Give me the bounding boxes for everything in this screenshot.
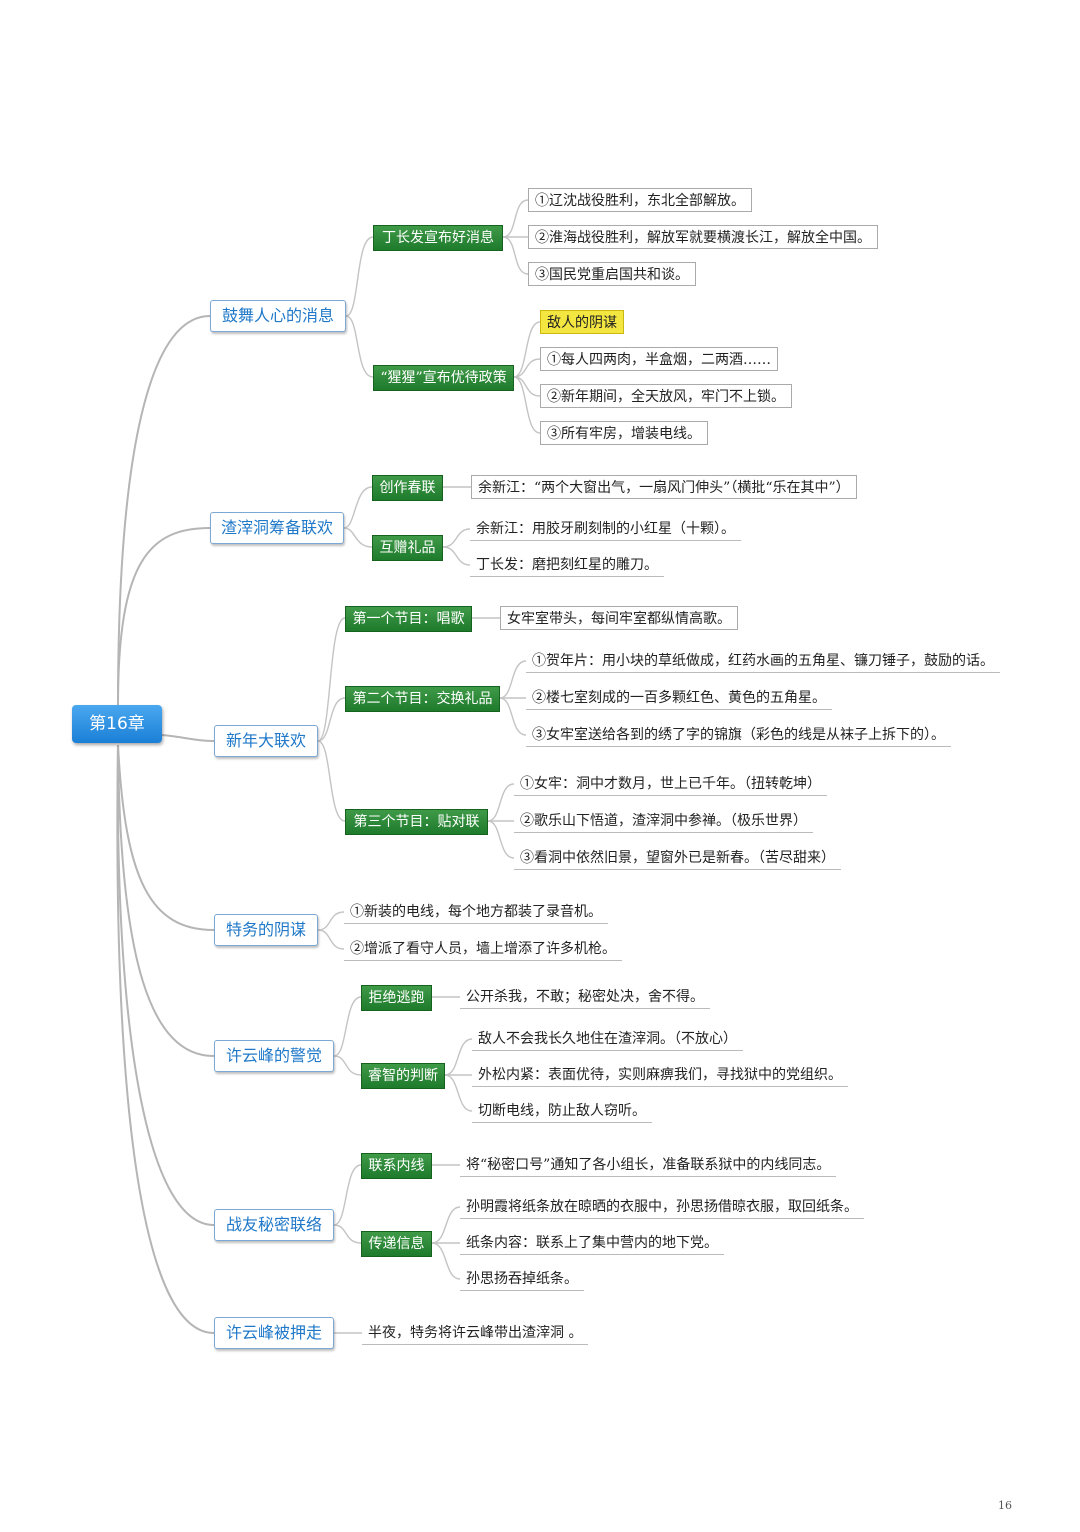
leaf-singing[interactable]: 女牢室带头，每间牢室都纵情高歌。 bbox=[500, 606, 738, 630]
topic-prepare-gala[interactable]: 渣滓洞筹备联欢 bbox=[210, 512, 344, 544]
leaf-secret-password[interactable]: 将“秘密口号”通知了各小组长，准备联系狱中的内线同志。 bbox=[460, 1153, 837, 1177]
topic-new-year-gala[interactable]: 新年大联欢 bbox=[214, 725, 318, 757]
subtopic-pass-message[interactable]: 传递信息 bbox=[361, 1231, 432, 1257]
leaf-not-long-stay[interactable]: 敌人不会我长久地住在渣滓洞。（不放心） bbox=[472, 1027, 743, 1051]
subtopic-refuse-escape[interactable]: 拒绝逃跑 bbox=[361, 985, 432, 1011]
subtopic-spring-couplets[interactable]: 创作春联 bbox=[372, 475, 443, 501]
leaf-huaihai[interactable]: ②淮海战役胜利，解放军就要横渡长江，解放全中国。 bbox=[528, 225, 878, 249]
page-number: 16 bbox=[998, 1499, 1012, 1512]
leaf-outer-loose[interactable]: 外松内紧：表面优待，实则麻痹我们，寻找狱中的党组织。 bbox=[472, 1063, 848, 1087]
subtopic-exchange-gifts[interactable]: 互赠礼品 bbox=[372, 535, 443, 561]
leaf-banner[interactable]: ③女牢室送给各到的绣了字的锦旗（彩色的线是从袜子上拆下的）。 bbox=[526, 723, 951, 747]
subtopic-program-couplets[interactable]: 第三个节目：贴对联 bbox=[345, 809, 488, 835]
subtopic-wise-judgement[interactable]: 睿智的判断 bbox=[361, 1063, 445, 1089]
leaf-couplet-2[interactable]: ②歌乐山下悟道，渣滓洞中参禅。（极乐世界） bbox=[514, 809, 813, 833]
topic-encouraging-news[interactable]: 鼓舞人心的消息 bbox=[210, 300, 346, 332]
leaf-red-stars[interactable]: 余新江：用胶牙刷刻制的小红星（十颗）。 bbox=[470, 517, 741, 541]
subtopic-contact-inside[interactable]: 联系内线 bbox=[361, 1153, 432, 1179]
leaf-new-year-release[interactable]: ②新年期间，全天放风，牢门不上锁。 bbox=[540, 384, 792, 408]
leaf-couplet-3[interactable]: ③看洞中依然旧景，望窗外已是新春。（苦尽甜来） bbox=[514, 846, 841, 870]
leaf-couplet-yu[interactable]: 余新江：“两个大窗出气，一扇风门伸头”（横批“乐在其中”） bbox=[471, 475, 857, 499]
leaf-refuse-reason[interactable]: 公开杀我，不敢；秘密处决，舍不得。 bbox=[460, 985, 710, 1009]
leaf-recorders[interactable]: ①新装的电线，每个地方都装了录音机。 bbox=[344, 900, 608, 924]
leaf-couplet-1[interactable]: ①女牢：洞中才数月，世上已千年。（扭转乾坤） bbox=[514, 772, 827, 796]
topic-spy-plot[interactable]: 特务的阴谋 bbox=[214, 914, 318, 946]
topic-xu-taken-away[interactable]: 许云峰被押走 bbox=[214, 1317, 334, 1349]
leaf-kmt-talks[interactable]: ③国民党重启国共和谈。 bbox=[528, 262, 696, 286]
leaf-midnight[interactable]: 半夜，特务将许云峰带出渣滓洞 。 bbox=[362, 1321, 589, 1345]
subtopic-preferential-policy[interactable]: “猩猩”宣布优待政策 bbox=[373, 365, 514, 391]
subtopic-program-singing[interactable]: 第一个节目：唱歌 bbox=[345, 606, 472, 632]
central-topic[interactable]: 第16章 bbox=[72, 705, 162, 743]
leaf-swallow-note[interactable]: 孙思扬吞掉纸条。 bbox=[460, 1267, 584, 1291]
leaf-stars-gift[interactable]: ②楼七室刻成的一百多颗红色、黄色的五角星。 bbox=[526, 686, 832, 710]
leaf-guards[interactable]: ②增派了看守人员，墙上增添了许多机枪。 bbox=[344, 937, 622, 961]
leaf-liaoshen[interactable]: ①辽沈战役胜利，东北全部解放。 bbox=[528, 188, 752, 212]
leaf-note-in-clothes[interactable]: 孙明霞将纸条放在晾晒的衣服中，孙思扬借晾衣服，取回纸条。 bbox=[460, 1195, 864, 1219]
enemy-plot-note[interactable]: 敌人的阴谋 bbox=[540, 310, 624, 334]
leaf-wires[interactable]: ③所有牢房，增装电线。 bbox=[540, 421, 708, 445]
topic-secret-contact[interactable]: 战友秘密联络 bbox=[214, 1209, 334, 1241]
subtopic-program-gifts[interactable]: 第二个节目：交换礼品 bbox=[345, 686, 500, 712]
topic-xu-vigilance[interactable]: 许云峰的警觉 bbox=[214, 1040, 334, 1072]
leaf-meat-tobacco[interactable]: ①每人四两肉，半盒烟，二两酒…… bbox=[540, 347, 778, 371]
leaf-cut-wires[interactable]: 切断电线，防止敌人窃听。 bbox=[472, 1099, 652, 1123]
leaf-carving-knife[interactable]: 丁长发：磨把刻红星的雕刀。 bbox=[470, 553, 664, 577]
leaf-note-content[interactable]: 纸条内容：联系上了集中营内的地下党。 bbox=[460, 1231, 724, 1255]
leaf-greeting-card[interactable]: ①贺年片：用小块的草纸做成，红药水画的五角星、镰刀锤子，鼓励的话。 bbox=[526, 649, 1000, 673]
subtopic-ding-announces[interactable]: 丁长发宣布好消息 bbox=[373, 225, 503, 251]
